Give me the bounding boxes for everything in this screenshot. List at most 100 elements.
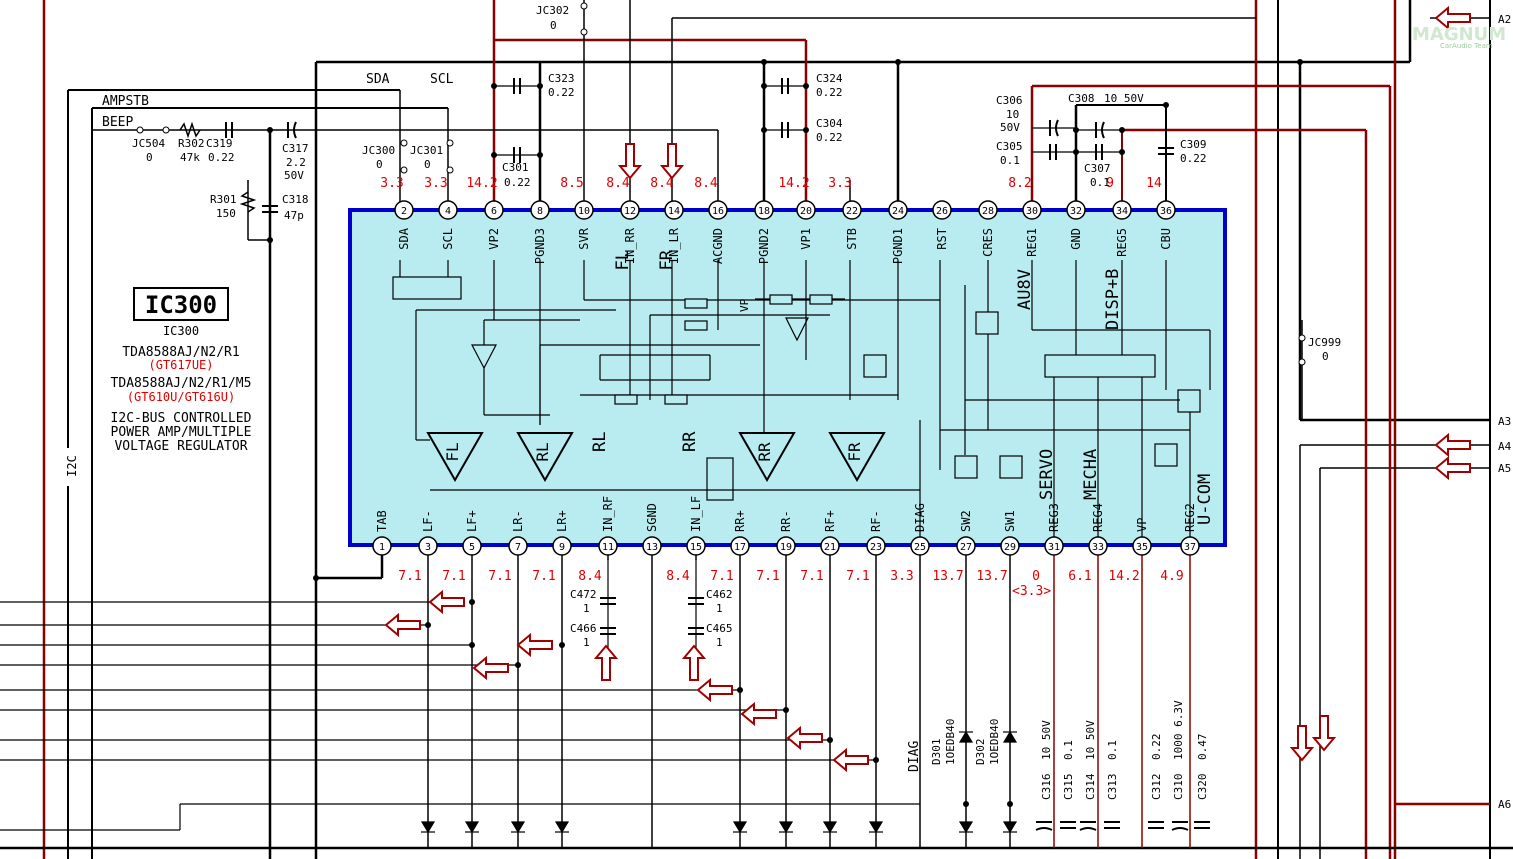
pin-name: RR- bbox=[779, 510, 793, 532]
pin-number: 2 bbox=[401, 206, 407, 217]
pin-voltage: 7.1 bbox=[800, 569, 823, 584]
pin-voltage: 8.4 bbox=[694, 176, 718, 191]
pin-voltage: 8.4 bbox=[666, 569, 690, 584]
pin-number: 18 bbox=[758, 206, 770, 217]
svg-text:VOLTAGE REGULATOR: VOLTAGE REGULATOR bbox=[114, 439, 247, 454]
pin-name: VP1 bbox=[799, 228, 813, 250]
svg-text:1OEDB40: 1OEDB40 bbox=[944, 719, 957, 765]
pin-voltage: 7.1 bbox=[756, 569, 779, 584]
svg-text:CarAudio Team: CarAudio Team bbox=[1440, 42, 1493, 50]
svg-text:C305: C305 bbox=[996, 140, 1023, 153]
pin-name: STB bbox=[845, 228, 859, 250]
svg-text:0.22: 0.22 bbox=[208, 151, 235, 164]
pin-name: SW1 bbox=[1003, 510, 1017, 532]
svg-text:IC300: IC300 bbox=[163, 324, 199, 338]
pin-number: 11 bbox=[602, 542, 614, 553]
pin-voltage: 8.5 bbox=[560, 176, 583, 191]
pin-name: SDA bbox=[397, 227, 411, 249]
d301-d302: DIAG D301 1OEDB40 D302 1OEDB40 bbox=[907, 719, 1001, 772]
svg-text:50V: 50V bbox=[284, 169, 304, 182]
c301: C301 0.22 bbox=[494, 147, 540, 189]
reg3-alt-voltage: <3.3> bbox=[1012, 584, 1051, 599]
svg-text:JC302: JC302 bbox=[536, 4, 569, 17]
svg-text:C314: C314 bbox=[1084, 773, 1097, 800]
jc504: JC504 0 bbox=[132, 126, 170, 164]
c317: C317 2.2 50V bbox=[282, 121, 309, 182]
top-pin-row: 2SDA3.34SCL3.36VP214.28PGND310SVR8.512IN… bbox=[380, 176, 1176, 264]
pin-name: IN_RF bbox=[601, 496, 615, 532]
svg-text:0.22: 0.22 bbox=[504, 176, 531, 189]
pin-name: VP2 bbox=[487, 228, 501, 250]
pin-name: REG2 bbox=[1183, 503, 1197, 532]
svg-text:A3: A3 bbox=[1498, 415, 1511, 428]
svg-text:0: 0 bbox=[424, 158, 431, 171]
pin-name: ACGND bbox=[711, 228, 725, 264]
pin-number: 19 bbox=[780, 542, 792, 553]
pin-number: 30 bbox=[1026, 206, 1038, 217]
pin-number: 22 bbox=[846, 206, 858, 217]
pin-name: TAB bbox=[375, 510, 389, 532]
pin-voltage: 14.2 bbox=[466, 176, 497, 191]
jc999: JC999 0 bbox=[1298, 334, 1341, 366]
c307: C307 0.1 bbox=[1076, 144, 1122, 189]
svg-text:A5: A5 bbox=[1498, 462, 1511, 475]
svg-text:0.22: 0.22 bbox=[1150, 734, 1163, 761]
ic-label-fl: FL bbox=[613, 250, 633, 270]
svg-text:150: 150 bbox=[216, 207, 236, 220]
ic-label-servo: SERVO bbox=[1037, 449, 1057, 500]
svg-text:2.2: 2.2 bbox=[286, 156, 306, 169]
pin-voltage: 14.2 bbox=[1108, 569, 1139, 584]
pin-number: 8 bbox=[537, 206, 543, 217]
svg-text:C308: C308 bbox=[1068, 92, 1095, 105]
pin-voltage: 13.7 bbox=[976, 569, 1007, 584]
amp-fr: FR bbox=[828, 432, 886, 483]
net-label-scl: SCL bbox=[430, 72, 454, 87]
pin-name: VP bbox=[1135, 518, 1149, 532]
pin-name: IN_RR bbox=[623, 227, 637, 264]
pin-number: 10 bbox=[578, 206, 590, 217]
pin-name: SCL bbox=[441, 228, 455, 250]
svg-text:0.47: 0.47 bbox=[1196, 734, 1209, 761]
pin-number: 37 bbox=[1184, 542, 1196, 553]
pin-name: REG3 bbox=[1047, 503, 1061, 532]
pin-number: 9 bbox=[559, 542, 565, 553]
svg-text:C317: C317 bbox=[282, 142, 309, 155]
jc300: JC300 0 bbox=[362, 139, 408, 174]
ic-label-fr: FR bbox=[657, 249, 677, 270]
svg-text:C307: C307 bbox=[1084, 162, 1111, 175]
svg-text:JC301: JC301 bbox=[410, 144, 443, 157]
pin-voltage: 8.2 bbox=[1008, 176, 1031, 191]
svg-text:1OEDB40: 1OEDB40 bbox=[988, 719, 1001, 765]
ic-internal-circuit bbox=[392, 260, 1211, 540]
svg-text:1: 1 bbox=[583, 636, 590, 649]
svg-text:10 50V: 10 50V bbox=[1104, 92, 1144, 105]
c309: C309 0.22 bbox=[1158, 138, 1207, 165]
svg-text:C316: C316 bbox=[1040, 774, 1053, 801]
pin-name: RF+ bbox=[823, 510, 837, 532]
svg-text:FL: FL bbox=[443, 442, 462, 461]
bottom-diodes bbox=[420, 730, 1018, 834]
pin-voltage: 7.1 bbox=[488, 569, 511, 584]
svg-text:C306: C306 bbox=[996, 94, 1023, 107]
pin-number: 5 bbox=[469, 542, 475, 553]
r302: R302 47k bbox=[178, 121, 205, 164]
amp-fl: FL bbox=[426, 432, 484, 483]
svg-text:TDA8588AJ/N2/R1/M5: TDA8588AJ/N2/R1/M5 bbox=[111, 376, 252, 391]
svg-text:D302: D302 bbox=[974, 739, 987, 766]
pin-number: 20 bbox=[800, 206, 812, 217]
c324: C324 0.22 bbox=[764, 72, 843, 99]
pin-name: LR+ bbox=[555, 510, 569, 532]
pin-voltage: 7.1 bbox=[442, 569, 465, 584]
pin-number: 29 bbox=[1004, 542, 1016, 553]
